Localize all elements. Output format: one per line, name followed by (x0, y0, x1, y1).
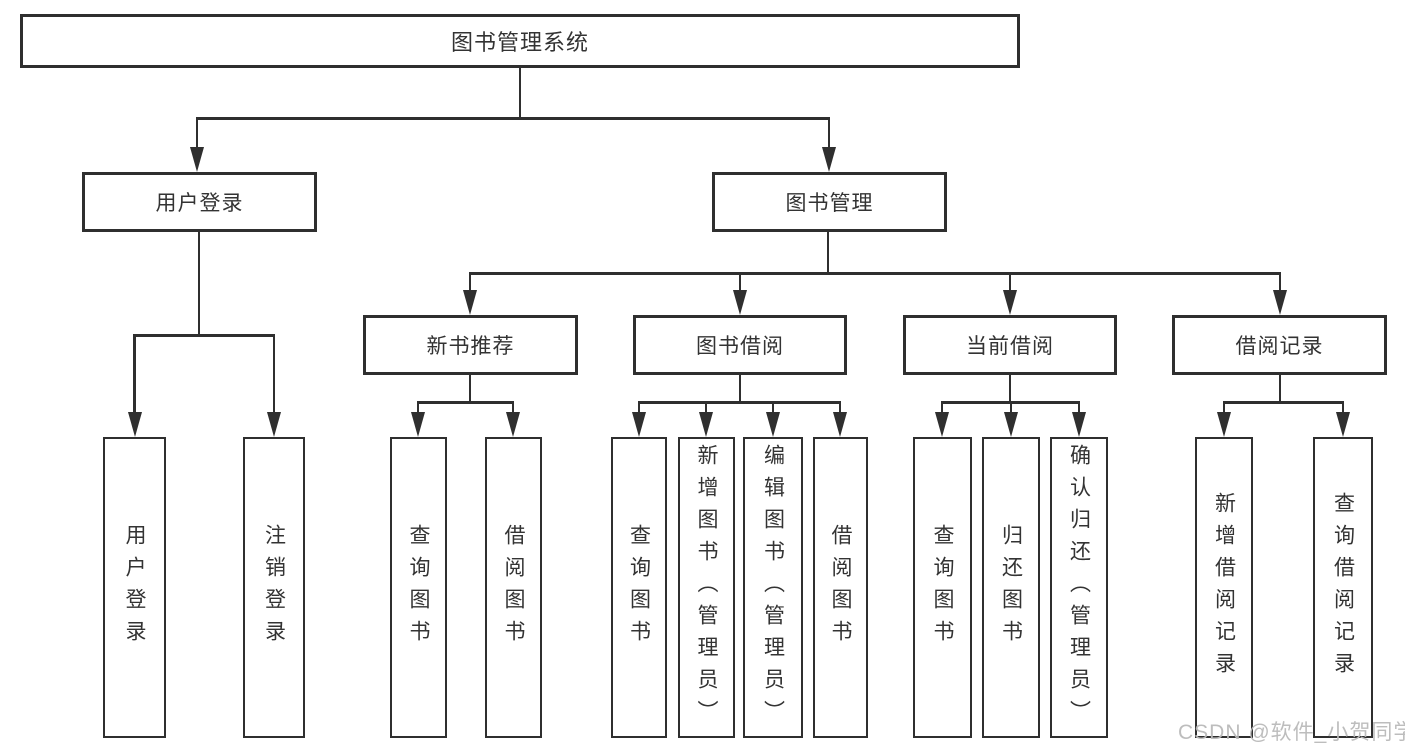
connector-line (940, 401, 944, 415)
connector-line (827, 117, 831, 150)
leaf-add-borrow-record-label: 新增借阅记录 (1212, 491, 1236, 684)
connector-line (417, 401, 514, 404)
csdn-watermark: CSDN @软件_小贺同学 (1178, 721, 1405, 744)
connector-line (1077, 401, 1081, 415)
arrow-down-icon (1004, 412, 1018, 437)
connector-line (196, 117, 830, 120)
leaf-add-borrow-record: 新增借阅记录 (1195, 437, 1253, 738)
connector-line (468, 375, 472, 403)
leaf-edit-books-admin: 编辑图书（管理员） (743, 437, 803, 738)
node-book-borrowing-label: 图书借阅 (696, 335, 784, 358)
connector-line (518, 68, 522, 118)
connector-line (195, 117, 199, 150)
node-book-management: 图书管理 (712, 172, 947, 232)
connector-line (638, 401, 841, 404)
leaf-confirm-return-admin: 确认归还（管理员） (1050, 437, 1108, 738)
leaf-add-books-admin: 新增图书（管理员） (678, 437, 735, 738)
node-book-borrowing: 图书借阅 (633, 315, 847, 375)
connector-line (738, 272, 742, 293)
connector-line (468, 272, 472, 293)
connector-line (826, 232, 830, 274)
leaf-query-books-current: 查询图书 (913, 437, 972, 738)
connector-line (272, 334, 276, 413)
connector-line (637, 401, 641, 415)
node-user-login-label: 用户登录 (155, 192, 244, 215)
connector-line (704, 401, 708, 415)
arrow-down-icon (127, 412, 142, 437)
arrow-down-icon (1273, 290, 1287, 315)
node-current-borrowing-label: 当前借阅 (966, 335, 1054, 358)
connector-line (416, 401, 420, 415)
connector-line (1341, 401, 1345, 415)
arrow-down-icon (190, 147, 204, 172)
leaf-query-books-borrow-label: 查询图书 (627, 523, 651, 652)
connector-line (1278, 375, 1282, 403)
connector-line (1278, 272, 1282, 293)
leaf-query-borrow-record-label: 查询借阅记录 (1331, 491, 1355, 684)
arrow-down-icon (1072, 412, 1086, 437)
leaf-confirm-return-admin-label: 确认归还（管理员） (1067, 443, 1091, 732)
leaf-return-books-label: 归还图书 (999, 523, 1023, 652)
leaf-logout-label: 注销登录 (262, 523, 286, 652)
connector-line (511, 401, 515, 415)
arrow-down-icon (935, 412, 949, 437)
arrow-down-icon (632, 412, 646, 437)
connector-line (838, 401, 842, 415)
leaf-user-login-label: 用户登录 (123, 523, 146, 652)
arrow-down-icon (822, 147, 836, 172)
leaf-borrow-books: 借阅图书 (813, 437, 868, 738)
leaf-query-books-recommend-label: 查询图书 (407, 523, 430, 652)
leaf-query-books-current-label: 查询图书 (931, 523, 954, 652)
arrow-down-icon (766, 412, 780, 437)
connector-line (197, 232, 201, 335)
connector-line (469, 272, 1281, 275)
connector-line (1222, 401, 1226, 415)
node-new-book-recommend: 新书推荐 (363, 315, 578, 375)
node-borrowing-records-label: 借阅记录 (1235, 335, 1324, 358)
node-book-management-label: 图书管理 (785, 192, 874, 215)
leaf-logout: 注销登录 (243, 437, 305, 738)
arrow-down-icon (463, 290, 477, 315)
leaf-query-borrow-record: 查询借阅记录 (1313, 437, 1373, 738)
leaf-query-books-borrow: 查询图书 (611, 437, 667, 738)
node-new-book-recommend-label: 新书推荐 (426, 335, 515, 358)
connector-line (133, 334, 275, 337)
arrow-down-icon (1336, 412, 1350, 437)
arrow-down-icon (699, 412, 713, 437)
connector-line (1223, 401, 1344, 404)
leaf-borrow-books-recommend-label: 借阅图书 (502, 523, 525, 652)
connector-line (1008, 375, 1012, 403)
arrow-down-icon (267, 412, 281, 437)
arrow-down-icon (833, 412, 847, 437)
leaf-query-books-recommend: 查询图书 (390, 437, 447, 738)
arrow-down-icon (733, 290, 747, 315)
arrow-down-icon (411, 412, 425, 437)
leaf-return-books: 归还图书 (982, 437, 1040, 738)
arrow-down-icon (1003, 290, 1017, 315)
connector-line (771, 401, 775, 415)
node-root: 图书管理系统 (20, 14, 1020, 68)
leaf-add-books-admin-label: 新增图书（管理员） (695, 443, 718, 732)
leaf-user-login: 用户登录 (103, 437, 166, 738)
arrow-down-icon (1217, 412, 1231, 437)
connector-line (1009, 401, 1013, 415)
connector-line (738, 375, 742, 403)
node-root-label: 图书管理系统 (450, 30, 589, 55)
arrow-down-icon (506, 412, 520, 437)
leaf-borrow-books-label: 借阅图书 (829, 523, 852, 652)
node-user-login: 用户登录 (82, 172, 317, 232)
node-current-borrowing: 当前借阅 (903, 315, 1117, 375)
leaf-edit-books-admin-label: 编辑图书（管理员） (761, 443, 785, 732)
leaf-borrow-books-recommend: 借阅图书 (485, 437, 542, 738)
connector-line (1008, 272, 1012, 293)
node-borrowing-records: 借阅记录 (1172, 315, 1387, 375)
connector-line (133, 334, 136, 413)
